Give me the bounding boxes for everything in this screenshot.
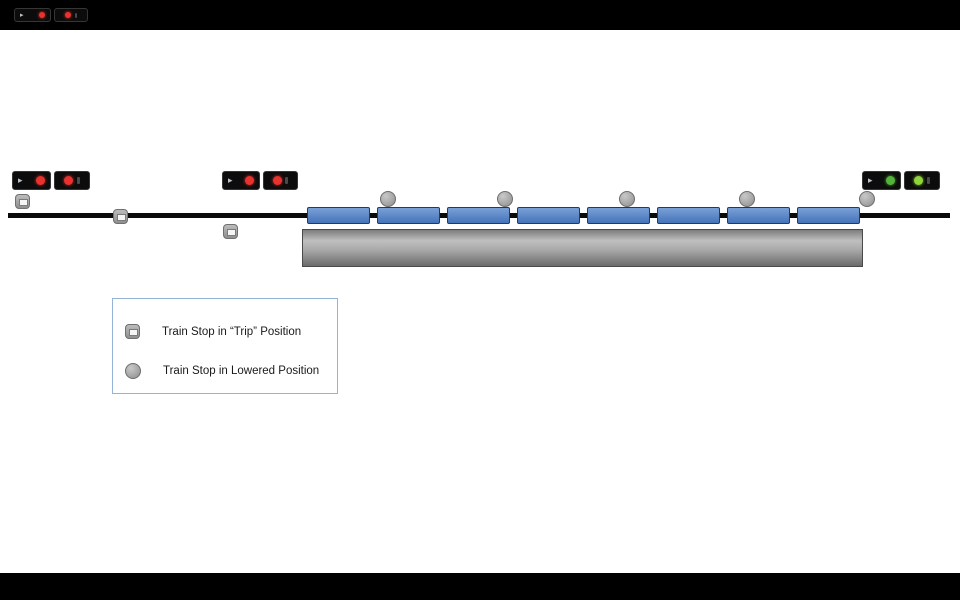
signal-light [36,176,46,185]
signal-end-mark [75,12,78,18]
trip-stop-icon [15,194,30,209]
signal-light [245,176,255,185]
train-car [517,207,580,224]
signal-module: ▸ [862,171,902,190]
signal-light [914,176,924,185]
signal-light [886,176,896,185]
signal-light [272,176,282,185]
signal-end-mark [927,177,931,184]
legend-item-lowered: Train Stop in Lowered Position [125,351,337,390]
signal-end-mark [77,177,81,184]
signal-light [64,176,74,185]
signal-chevron-icon: ▸ [868,175,873,185]
signal-module [54,8,88,22]
letterbox-top: ▸ [0,0,960,30]
legend-label-lowered: Train Stop in Lowered Position [163,364,320,377]
letterbox-bottom [0,573,960,600]
signal-end-mark [285,177,289,184]
signal-module [263,171,298,190]
trip-stop-icon [223,224,238,239]
lowered-stop-icon [380,191,396,207]
legend-item-trip: Train Stop in “Trip” Position [125,312,337,351]
trip-stop-icon [113,209,128,224]
legend-label-trip: Train Stop in “Trip” Position [162,325,302,338]
train-car [727,207,790,224]
lowered-stop-icon [619,191,635,207]
signal-chevron-icon: ▸ [20,11,24,19]
signal-chevron-icon: ▸ [228,175,233,185]
lowered-stop-icon [739,191,755,207]
trip-stop-icon [125,324,140,339]
lowered-stop-icon [125,362,141,379]
signal-light [39,12,46,18]
train-car [587,207,650,224]
signal-module [904,171,940,190]
train-car [797,207,860,224]
signal-left: ▸ [12,171,90,190]
signal-module: ▸ [14,8,52,22]
lowered-stop-icon [497,191,513,207]
signal-module: ▸ [12,171,52,190]
signal-mid: ▸ [222,171,298,190]
station-platform [302,229,863,267]
signal-module [54,171,90,190]
train-car [307,207,370,224]
signal-light [64,12,71,18]
train-car [377,207,440,224]
legend-box: Train Stop in “Trip” Position Train Stop… [112,298,338,394]
signal-right: ▸ [862,171,940,190]
signal-chevron-icon: ▸ [18,175,23,185]
signal-module: ▸ [222,171,261,190]
train-car [657,207,720,224]
train-car [447,207,510,224]
lowered-stop-icon [859,191,875,207]
mini-signal: ▸ [14,8,88,22]
